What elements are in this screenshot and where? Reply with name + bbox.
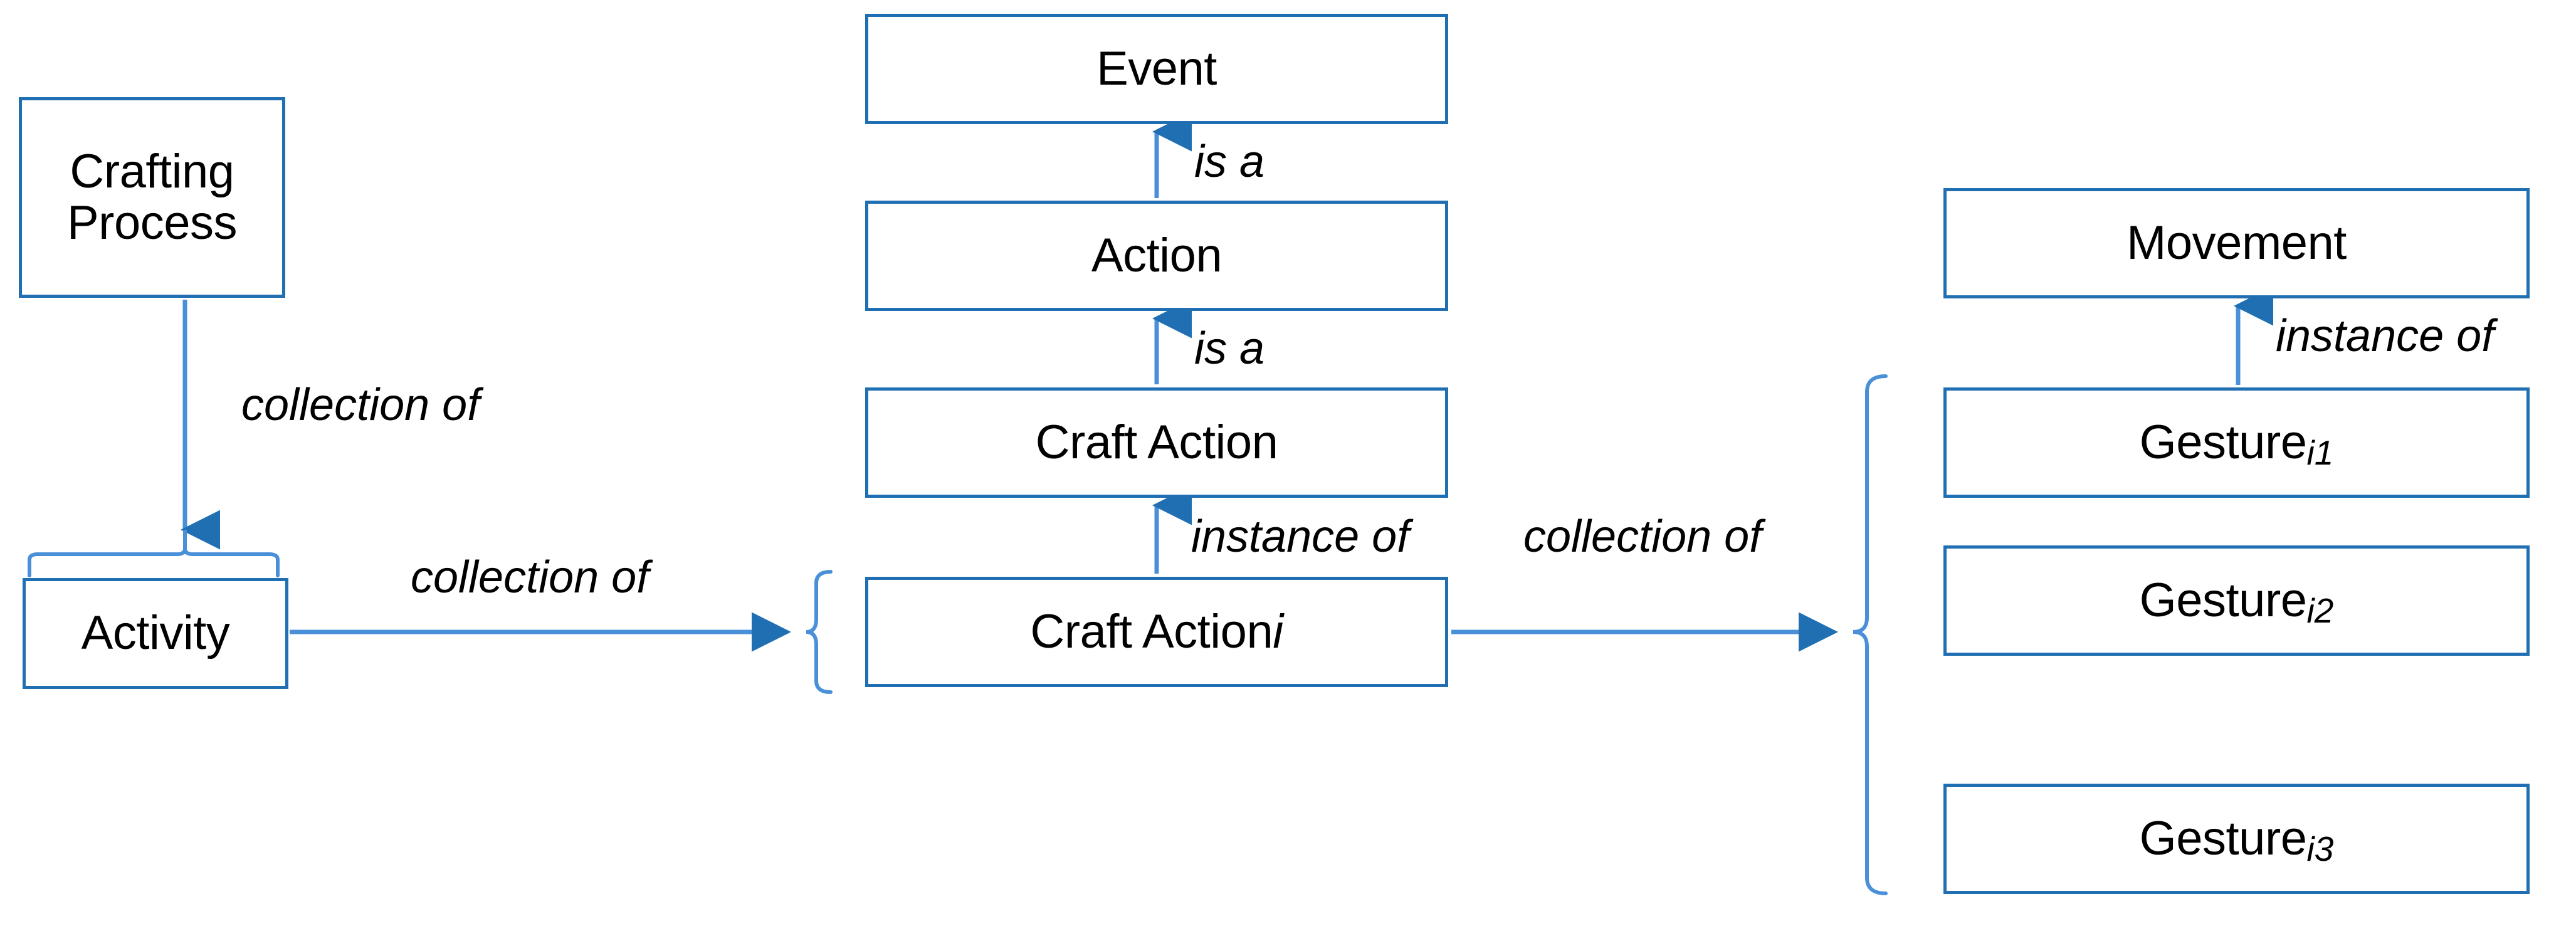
node-event[interactable]: Event: [865, 14, 1448, 124]
node-label-gesture-i1-base: Gesture: [2139, 415, 2307, 469]
edge-label-crafting-process-to-activity: collection of: [241, 380, 480, 430]
brace-activity: [28, 548, 280, 577]
edge-label-craft-action-i-to-craft-action: instance of: [1191, 512, 1410, 562]
node-label-gesture-i2-base: Gesture: [2139, 573, 2307, 627]
node-label-gesture-i3: Gesturei3: [2139, 811, 2334, 868]
node-label-gesture-i3-index: i3: [2306, 829, 2334, 868]
edge-label-activity-to-craft-action-i: collection of: [411, 552, 649, 602]
node-label-craft-action-i: Craft Actioni: [1030, 606, 1283, 658]
node-label-gesture-i2-index: i2: [2306, 591, 2334, 630]
node-label-gesture-i1: Gesturei1: [2139, 415, 2334, 471]
brace-craft-action-i: [806, 570, 833, 694]
node-label-craft-action-i-index: i: [1273, 604, 1283, 658]
node-label-crafting-process: Crafting Process: [66, 144, 238, 250]
edge-label-action-to-event: is a: [1194, 137, 1265, 187]
node-movement[interactable]: Movement: [1943, 188, 2530, 298]
node-label-action: Action: [1091, 228, 1222, 282]
node-label-activity: Activity: [81, 606, 230, 660]
node-action[interactable]: Action: [865, 201, 1448, 311]
node-label-event: Event: [1096, 41, 1217, 95]
node-label-movement: Movement: [2127, 216, 2347, 270]
node-label-gesture-i3-base: Gesture: [2139, 811, 2307, 865]
node-label-gesture-i2: Gesturei2: [2139, 573, 2334, 629]
node-crafting-process[interactable]: Crafting Process: [19, 97, 285, 298]
node-craft-action[interactable]: Craft Action: [865, 387, 1448, 498]
brace-gesture-group: [1853, 374, 1888, 895]
node-label-craft-action-i-base: Craft Action: [1030, 604, 1273, 658]
node-label-gesture-i1-index: i1: [2306, 433, 2334, 472]
edge-label-craft-action-i-to-gestures: collection of: [1523, 512, 1762, 562]
edge-label-craft-action-to-action: is a: [1194, 323, 1265, 374]
edge-label-gesture-i1-to-movement: instance of: [2276, 311, 2495, 361]
node-craft-action-i[interactable]: Craft Actioni: [865, 577, 1448, 687]
node-label-craft-action: Craft Action: [1035, 415, 1278, 469]
node-gesture-i1[interactable]: Gesturei1: [1943, 387, 2530, 498]
node-activity[interactable]: Activity: [23, 578, 288, 689]
node-gesture-i3[interactable]: Gesturei3: [1943, 784, 2530, 894]
node-gesture-i2[interactable]: Gesturei2: [1943, 545, 2530, 656]
